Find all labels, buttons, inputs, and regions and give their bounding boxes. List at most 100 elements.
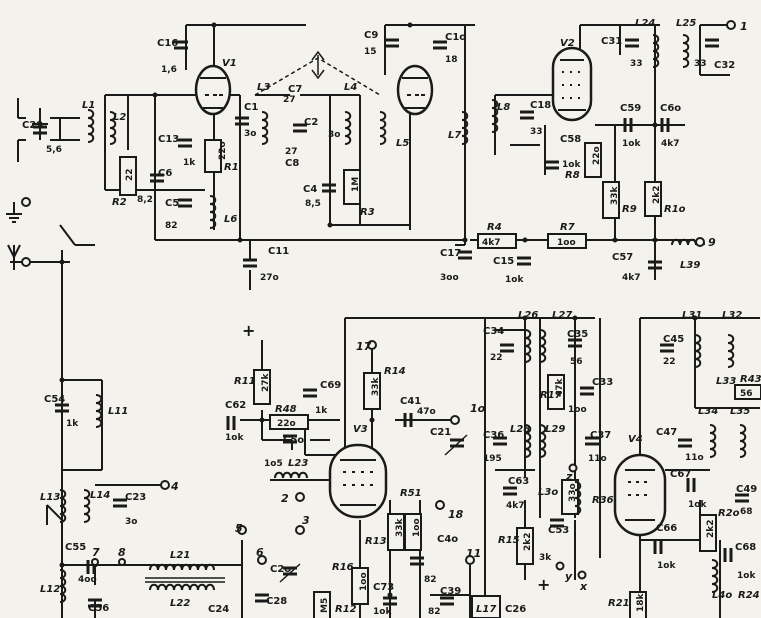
res-value: 33k [610,185,620,205]
cap-label: C55 [65,542,86,553]
terminal-y [555,561,565,571]
terminal-label: 9 [708,236,716,249]
resistor-r1 [204,139,222,173]
tube-v4-label: V4 [628,434,643,445]
ind-label: L5 [396,138,409,149]
ind-label: L3 [257,82,270,93]
ind-label: L35 [730,406,750,417]
cap-value: 1ok [373,607,392,617]
cap-label: C15 [493,256,514,267]
ind-label: L22 [170,598,190,609]
ind-label: L27 [552,310,572,321]
plus-mark: + [537,575,550,594]
capacitor-c6 [150,173,164,183]
res-label: R48 [275,404,297,415]
cap-label: C16 [157,38,178,49]
res-label: R11 [234,376,256,387]
cap-value: 1o5 [264,459,283,469]
inductor-l14 [83,489,91,523]
cap-value: 1k [183,158,196,168]
cap-label: C2o [270,564,291,575]
cap-label: C7 [288,84,302,95]
capacitor-c73 [383,596,397,606]
cap-value: 1ok [622,139,641,149]
capacitor-c69 [303,388,317,398]
res-value: 56 [740,389,753,399]
terminal-label: 1o [470,402,486,415]
cap-label: C9 [364,30,378,41]
res-label: R15 [498,535,520,546]
capacitor-c68 [723,548,733,562]
capacitor-c37 [585,436,599,446]
tube-v2-label: V2 [560,38,575,49]
capacitor-c47 [678,438,692,448]
cap-value: 82 [428,607,441,617]
cap-value: 22 [490,353,503,363]
capacitor-c32 [705,38,719,48]
cap-value: 11o [588,454,607,464]
terminal-label: 18 [448,508,464,521]
ind-label: L23 [288,458,308,469]
cap-value: 1k [66,419,79,429]
capacitor-c36 [493,436,507,446]
capacitor-c16 [174,40,188,50]
cap-value: 22 [663,357,676,367]
res-label: R43 [740,374,761,385]
capacitor-c59 [623,118,633,132]
cap-label: C33 [592,377,613,388]
terminal-label: 2 [281,492,289,505]
cap-label: C24 [208,604,229,615]
terminal-1 [726,20,736,30]
cap-value: 27 [285,147,298,157]
plus-mark: + [242,321,255,340]
cap-value: 3o [244,129,256,139]
inductor-l4 [344,111,352,145]
capacitor-c58 [545,160,559,170]
inductor-l17 [471,595,501,618]
cap-label: C28 [266,596,287,607]
cap-label: C66 [656,523,677,534]
res-value: 22 [125,168,135,181]
resistor-r4 [477,233,517,249]
cap-value: 33 [694,59,707,69]
ground-icon [6,202,22,223]
cap-label: C73 [373,582,394,593]
resistor-r9 [602,181,620,219]
cap-label: C4 [303,184,317,195]
cap-label: C53 [548,525,569,536]
cap-label: C32 [714,60,735,71]
cap-label: C31 [601,36,622,47]
resistor-r11 [253,369,271,405]
terminal-10 [450,415,460,425]
tube-v2 [551,46,593,122]
capacitor-c10 [433,40,447,50]
resistor-r2 [119,156,137,196]
ind-label: L25 [676,18,696,29]
terminal-label: 8 [118,546,126,559]
capacitor-c5 [178,198,192,208]
res-value: 18k [636,592,646,612]
resistor-r43 [734,384,761,400]
cap-label: C2 [304,117,318,128]
cap-label: C29 [22,120,43,131]
cap-label: C4o [437,534,458,545]
inductor-l22 [145,577,225,591]
capacitor-c53 [550,518,564,528]
terminal-4 [160,480,170,490]
inductor-l5 [379,111,387,145]
res-label: R4 [487,222,502,233]
cap-label: C37 [590,430,611,441]
capacitor-c50 [283,434,297,444]
terminal-antenna [21,257,31,267]
cap-value: 82 [165,221,178,231]
ind-label: L4o [712,590,732,601]
inductor-l3 [261,111,269,145]
ind-label: L17 [476,604,496,615]
cap-label: C23 [125,492,146,503]
res-label: R21 [608,598,630,609]
cap-value: 3o [125,517,137,527]
capacitor-c54 [55,403,69,413]
resistor-r15 [516,527,534,565]
ind-label: L28 [510,424,530,435]
terminal-7 [91,558,99,566]
